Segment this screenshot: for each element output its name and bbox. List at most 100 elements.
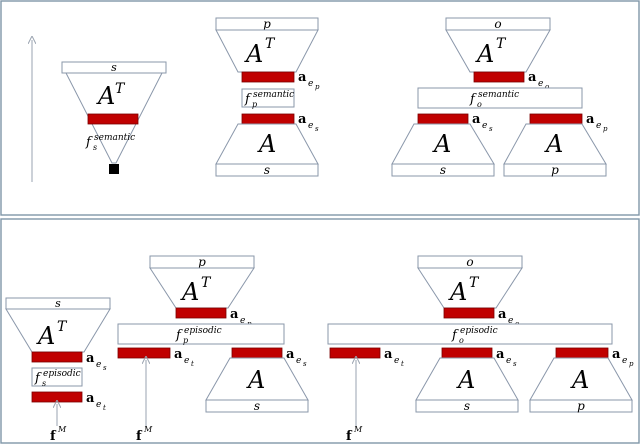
f-sup: episodic [43,369,81,379]
t-superscript: T [115,81,126,97]
at-label: A [475,40,494,68]
p-label: p [577,399,585,413]
bar-et [329,347,381,359]
a-label: a [298,70,307,85]
bar-ep [529,113,583,125]
f-sup: semantic [253,90,294,100]
f-label: f [175,328,183,343]
e-sub: e [508,316,513,326]
f-box [417,87,583,109]
a-label: a [286,347,295,362]
funnel-top [215,29,319,73]
f-sub: p [183,336,188,345]
bar-eo [443,307,495,319]
f-box [241,88,295,108]
a-label: a [86,391,95,406]
a-italic: A [257,130,276,158]
a-label: a [612,347,621,362]
s-label-bottom: s [264,163,270,177]
m-sup: M [57,425,67,434]
a-label: a [384,347,393,362]
bar-es [441,347,493,359]
fm-label: f [50,429,57,444]
fm-label: f [346,429,353,444]
embedding-bar [87,113,139,125]
e-sub: e [296,356,301,366]
e-sub: e [596,121,601,131]
at-label: A [448,278,467,306]
s-box [205,399,309,413]
a-label: a [86,351,95,366]
p-label: p [551,163,559,177]
bar-ep [175,307,227,319]
t-superscript: T [201,275,212,291]
a-label: a [472,112,481,127]
p-box [503,163,607,177]
s-box [391,163,495,177]
bar-eo [473,71,525,83]
f-sup: episodic [184,326,222,336]
f-box [117,323,285,345]
diagram-subject-episodic: s A T a e s f s episodic a e t f M [5,297,111,444]
a-label: a [298,112,307,127]
diagram-predicate-semantic: p A T a e p f p semantic a e s A s [215,17,320,177]
s-subsub: s [315,125,319,133]
a-label: a [174,347,183,362]
e-sub: e [96,360,101,370]
t-superscript: T [265,36,276,52]
at-label: A [36,322,55,350]
f-sup: semantic [94,133,135,143]
f-label: f [244,92,252,107]
p-subsub: p [315,83,320,91]
funnel-top [149,267,255,309]
s-label: s [464,399,470,413]
a-label: a [586,112,595,127]
e-sub: e [622,356,627,366]
f-label: f [34,371,42,386]
f-label: f [85,135,93,150]
input-square [109,164,119,174]
o-label-top: o [466,255,473,269]
e-sub: e [506,356,511,366]
a-label: a [496,347,505,362]
o-label-top: o [494,17,501,31]
m-sup: M [353,425,363,434]
bar-es [241,113,295,125]
a-italic: A [246,366,265,394]
p-label-top: p [198,255,206,269]
diagram-object-episodic: o A T a e o f o episodic a e t a e s A s… [327,255,634,444]
p-box [529,399,633,413]
t-superscript: T [496,36,507,52]
t-superscript: T [57,319,68,335]
fm-label: f [136,429,143,444]
s-subsub: s [489,125,493,133]
t-subsub: t [191,360,194,368]
e-sub: e [96,400,101,410]
o-subsub: o [545,83,549,91]
s-subsub: s [103,364,107,372]
a-italic: A [432,130,451,158]
at-label: A [244,40,263,68]
f-sub: p [252,100,257,109]
s-box-bottom [215,163,319,177]
at-label: A [96,82,115,110]
f-box [31,367,83,387]
f-sup: episodic [460,326,498,336]
f-sub: o [459,336,464,345]
diagram-predicate-episodic: p A T a e p f p episodic a e t a e s A s… [117,255,309,444]
p-subsub: p [603,125,608,133]
s-box [415,399,519,413]
e-sub: e [308,79,313,89]
s-subsub: s [513,360,517,368]
f-sub: o [477,100,482,109]
funnel-top [445,29,551,73]
bar-es [417,113,469,125]
t-subsub: t [103,404,106,412]
a-label: a [230,307,239,322]
bar-ep [555,347,609,359]
e-sub: e [240,316,245,326]
funnel-top [417,267,523,309]
a-label: a [498,307,507,322]
